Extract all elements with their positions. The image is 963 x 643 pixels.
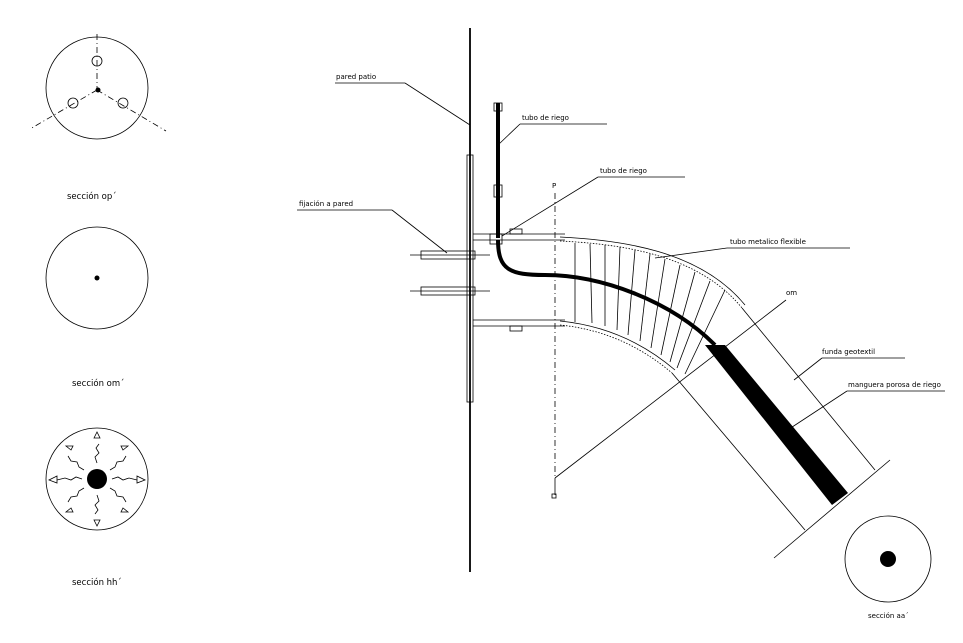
porous-hose (705, 345, 848, 505)
label-tubo-riego-1: tubo de riego (522, 114, 569, 122)
section-line-om (551, 193, 787, 499)
leader-fijacion (297, 209, 448, 254)
section-om-label: sección om´ (72, 378, 124, 389)
section-aa-figure (844, 515, 932, 603)
leader-tubo-riego-2 (501, 176, 685, 237)
label-pared-patio: pared patio (336, 73, 376, 81)
label-fijacion: fijación a pared (299, 200, 353, 208)
section-op-label: sección op´ (67, 191, 117, 202)
label-manguera: manguera porosa de riego (848, 381, 941, 389)
section-hh-figure (45, 427, 149, 531)
section-hh-label: sección hh´ (72, 577, 122, 588)
section-aa-label: sección aa´ (868, 612, 909, 620)
geotextile-sleeve (671, 307, 891, 559)
leader-tubo-riego-1 (497, 123, 607, 146)
p-mark: P (552, 182, 556, 190)
leader-pared-patio (335, 82, 471, 126)
leader-tubo-metalico (654, 247, 850, 259)
wall-fixing-brackets (410, 228, 565, 332)
flexible-metal-tube (559, 236, 746, 375)
leader-manguera (779, 390, 945, 436)
label-funda: funda geotextil (822, 348, 875, 356)
wall (466, 28, 474, 572)
leader-funda (793, 357, 905, 381)
section-op-figure (29, 34, 167, 140)
label-tubo-riego-2: tubo de riego (600, 167, 647, 175)
section-om-figure (45, 226, 149, 330)
label-tubo-metalico: tubo metalico flexible (730, 238, 806, 246)
irrigation-tube (493, 102, 717, 347)
om-mark: om (786, 289, 797, 297)
